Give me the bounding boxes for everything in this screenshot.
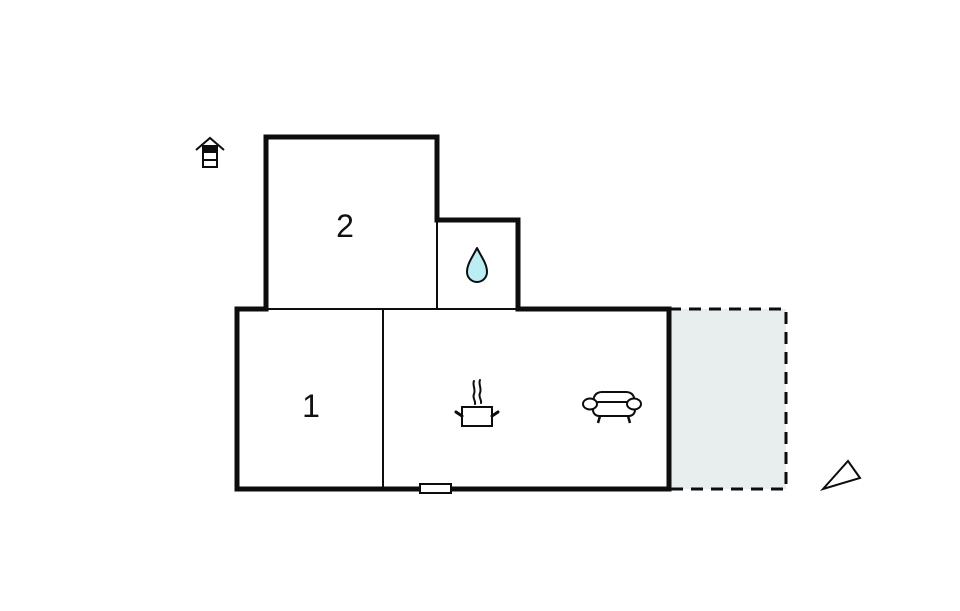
- room-label-2: 2: [336, 208, 354, 244]
- interior-walls: [266, 220, 669, 489]
- exterior-walls: [234, 134, 672, 492]
- cooking-pot-icon: [454, 379, 500, 427]
- sofa-icon: [582, 391, 642, 424]
- house-entrance-icon: [195, 136, 225, 168]
- compass-north-icon: [819, 459, 862, 491]
- window: [419, 483, 452, 494]
- water-drop-icon: [466, 247, 488, 283]
- room-label-1: 1: [302, 388, 320, 424]
- terrace-area: [669, 307, 788, 491]
